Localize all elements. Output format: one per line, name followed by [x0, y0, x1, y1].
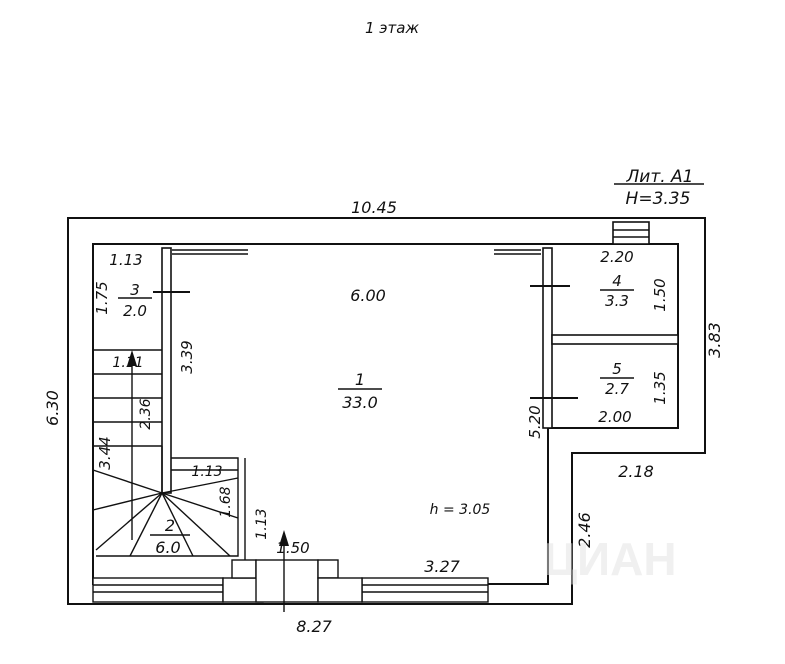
dim-stair-inner: 1.11: [112, 355, 143, 371]
dim-room5-height: 1.35: [651, 371, 669, 404]
room2-area: 6.0: [155, 538, 180, 557]
entrance-step: [317, 577, 363, 603]
dim-right-step: 2.18: [618, 462, 654, 481]
watermark: ЦИАН: [543, 533, 676, 585]
dim-stair-left: 3.44: [96, 436, 114, 469]
dim-top-total: 10.45: [351, 198, 397, 217]
dim-right-upper: 3.83: [705, 322, 724, 358]
entrance-porch: [255, 559, 319, 603]
window-bottom-left: [92, 577, 224, 603]
stair-treads: [93, 349, 162, 447]
dim-bottom-right: 3.27: [424, 557, 460, 576]
dim-room4-height: 1.50: [651, 278, 669, 311]
entrance-arrow-head: [279, 530, 289, 546]
dim-lower-inner-right: 1.13: [254, 508, 270, 539]
room2-number: 2: [165, 516, 175, 535]
room3-number: 3: [130, 281, 140, 299]
stair-arrow-head: [127, 350, 137, 366]
dim-stair-flight: 2.36: [138, 398, 154, 429]
dim-room5-width: 2.00: [598, 408, 631, 426]
dim-lower-inner-width: 1.13: [191, 464, 222, 480]
ceiling-height: h = 3.05: [430, 502, 491, 518]
floor-title: 1 этаж: [365, 19, 419, 37]
room4-area: 3.3: [605, 292, 629, 310]
dim-bottom-total: 8.27: [296, 617, 332, 636]
dim-hall-width: 6.00: [350, 286, 386, 305]
partition-4-5: [551, 334, 679, 345]
dim-hall-height: 5.20: [526, 405, 544, 438]
litera-name: Лит. А1: [626, 167, 694, 187]
vent-block: [612, 221, 650, 245]
room1-number: 1: [355, 370, 365, 389]
dim-left-total: 6.30: [43, 390, 62, 426]
dim-room4-width: 2.20: [600, 248, 633, 266]
dim-stair-top-width: 1.13: [109, 251, 142, 269]
room1-area: 33.0: [342, 393, 378, 412]
room5-number: 5: [612, 360, 622, 378]
partition-stair: [161, 247, 172, 494]
dim-entrance: 1.50: [276, 539, 309, 557]
dim-right-lower: 2.46: [575, 512, 594, 548]
window-bottom-right: [361, 577, 489, 603]
dim-stair-side: 3.39: [178, 340, 196, 373]
entrance-step: [231, 559, 257, 579]
dim-stair-top-height: 1.75: [93, 281, 111, 314]
room3-area: 2.0: [123, 302, 147, 320]
litera-height: Н=3.35: [626, 189, 691, 209]
stair-winders: [92, 446, 246, 560]
entrance-step: [317, 559, 339, 579]
room5-area: 2.7: [605, 380, 629, 398]
partition-right: [542, 247, 553, 429]
room4-number: 4: [612, 272, 622, 290]
dim-lower-inner-height: 1.68: [218, 486, 234, 517]
